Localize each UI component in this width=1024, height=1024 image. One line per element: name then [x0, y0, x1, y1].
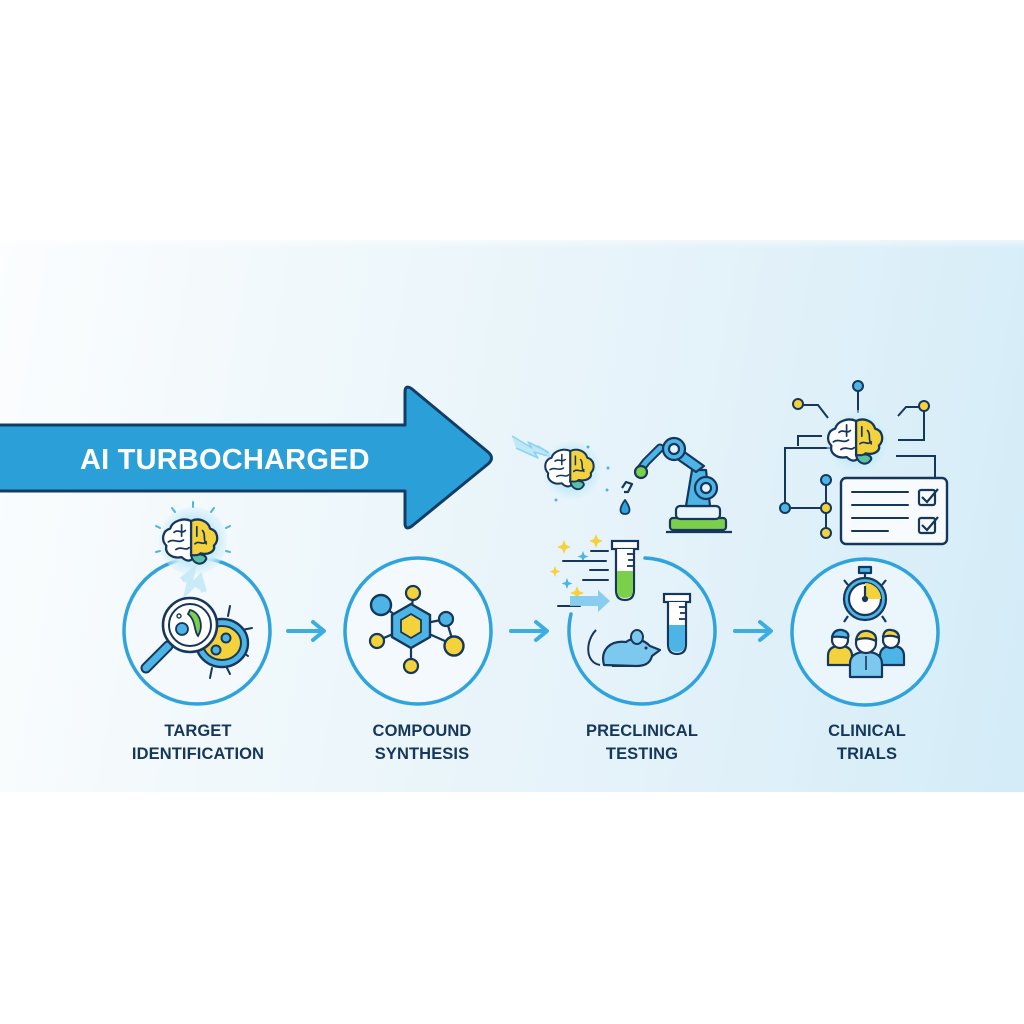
stage-4-label-line1: CLINICAL [828, 722, 906, 740]
stage-4-label: CLINICAL TRIALS [757, 720, 977, 766]
flow-arrow-2 [509, 620, 549, 642]
stopwatch-people-icon [826, 565, 906, 679]
magnifier-cell-icon [140, 596, 253, 679]
stage-3-circle [567, 556, 717, 706]
ai-turbocharged-banner [0, 385, 493, 530]
stage-1-label-line2: IDENTIFICATION [131, 745, 265, 763]
brain-network-checklist-icon [779, 380, 949, 546]
robotic-arm-icon [619, 436, 732, 534]
banner-label: AI TURBOCHARGED [80, 444, 370, 476]
ai-brain-icon [155, 501, 231, 600]
mouse-test-tube-icon [549, 534, 692, 668]
stage-1-label-line1: TARGET [164, 722, 232, 740]
stage-2-label-line1: COMPOUND [372, 722, 472, 740]
stage-3-label-line1: PRECLINICAL [585, 722, 699, 740]
stage-2-label: COMPOUND SYNTHESIS [312, 720, 532, 766]
ai-brain-icon [511, 435, 610, 502]
stage-3-label-line2: TESTING [605, 745, 679, 763]
molecule-icon [368, 584, 465, 675]
flow-arrow-1 [286, 620, 326, 642]
stage-4-label-line2: TRIALS [836, 745, 898, 763]
stage-2-label-line2: SYNTHESIS [374, 745, 470, 763]
stage-1-label: TARGET IDENTIFICATION [88, 720, 308, 766]
stage-3-label: PRECLINICAL TESTING [532, 720, 752, 766]
flow-arrow-3 [733, 620, 773, 642]
background-fade [0, 232, 1024, 248]
